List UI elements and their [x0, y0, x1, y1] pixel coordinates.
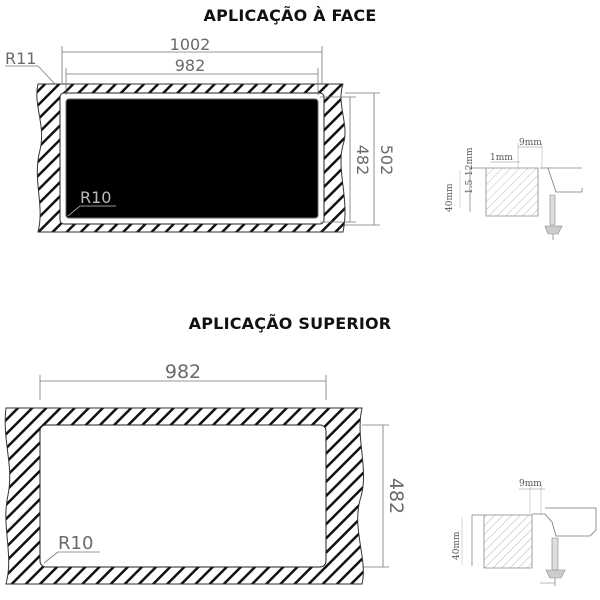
flush-mount-plan: 1002 982 482 502 R11 R10	[5, 35, 396, 233]
dim-radius-outer: R11	[5, 49, 36, 68]
dim-radius-bottom: R10	[58, 533, 93, 554]
top-mount-plan: 982 482 R10	[4, 361, 407, 585]
sink-opening	[39, 424, 327, 568]
dim-radius-inner: R10	[80, 188, 111, 207]
section-bottom-depth-label: 40mm	[452, 531, 462, 560]
title-aplicacao-face: APLICAÇÃO À FACE	[203, 6, 377, 25]
section-bottom-gap-label: 9mm	[519, 479, 542, 489]
title-aplicacao-superior: APLICAÇÃO SUPERIOR	[188, 314, 392, 333]
section-depth-small-label: 12mm	[465, 147, 475, 176]
dim-width-bottom: 982	[165, 361, 201, 383]
section-gap-label: 9mm	[519, 138, 542, 148]
dim-height-outer: 502	[377, 145, 396, 176]
flush-mount-section: 9mm 1mm 1.5 12mm 40mm	[445, 138, 583, 240]
section-depth-label: 40mm	[445, 183, 455, 212]
dim-width-outer: 1002	[170, 35, 211, 54]
section-thickness-label: 1.5	[465, 179, 475, 194]
dim-width-inner: 982	[175, 56, 206, 75]
top-mount-section: 9mm 40mm	[452, 479, 597, 586]
dim-height-inner: 482	[353, 145, 372, 176]
dim-height-bottom: 482	[385, 478, 407, 514]
section-lip-label: 1mm	[490, 153, 513, 163]
sink-basin	[65, 98, 319, 219]
